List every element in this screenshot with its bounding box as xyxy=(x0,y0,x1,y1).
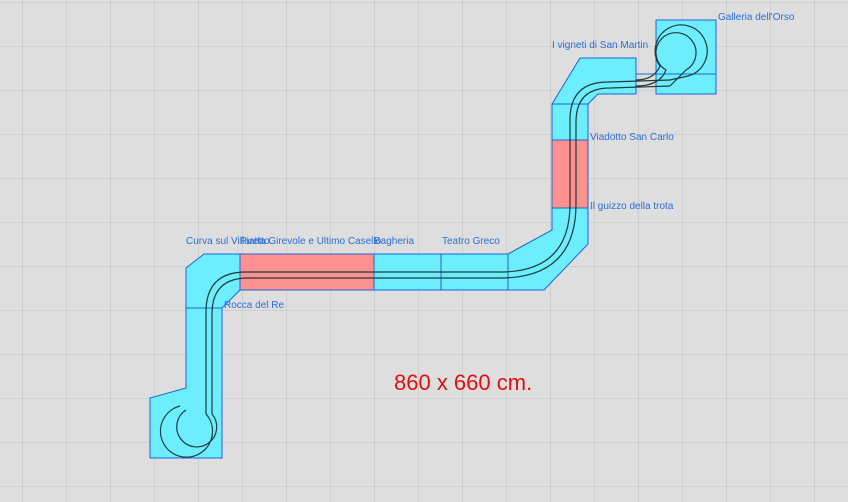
track xyxy=(159,24,708,458)
label-galleria: Galleria dell'Orso xyxy=(718,12,795,23)
label-piatta: Piatta Girevole e Ultimo Casello xyxy=(240,236,382,247)
module-guizzo[interactable] xyxy=(507,207,589,291)
module-rocca[interactable] xyxy=(149,307,223,459)
label-curva: Curva sul Villaretto xyxy=(186,236,270,247)
label-vigneti: I vigneti di San Martin xyxy=(552,40,649,51)
label-guizzo: Il guizzo della trota xyxy=(590,201,674,212)
label-rocca: Rocca del Re xyxy=(224,300,285,311)
label-viadotto: Viadotto San Carlo xyxy=(590,132,674,143)
label-bagheria: Bagheria xyxy=(374,236,415,247)
label-teatro: Teatro Greco xyxy=(442,236,500,247)
layout-dimensions: 860 x 660 cm. xyxy=(394,370,533,395)
